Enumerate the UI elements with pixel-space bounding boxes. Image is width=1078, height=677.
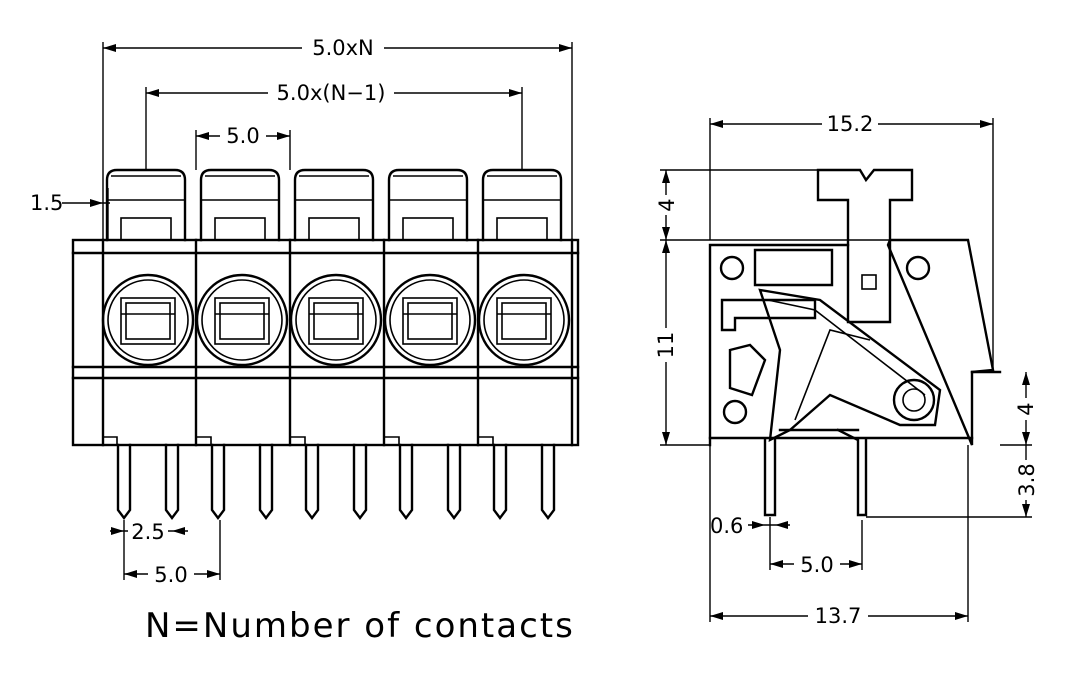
front-body [71, 238, 580, 447]
dim-outer-pitch-label: 5.0x(N−1) [277, 81, 386, 105]
dim-step-height-label: 4 [1014, 402, 1038, 415]
pin [112, 443, 136, 520]
pin [348, 443, 372, 520]
dim-pin-thickness: 0.6 [710, 514, 790, 538]
dim-side-pin-spacing-label: 5.0 [800, 553, 833, 577]
dim-pin-length: 3.8 [866, 445, 1039, 518]
dim-width-bottom: 13.7 [709, 445, 969, 628]
front-contact-units [101, 168, 571, 445]
dim-pitch: 5.0 [195, 124, 291, 170]
dim-pin-thickness-label: 0.6 [710, 514, 743, 538]
dim-width-top-label: 15.2 [827, 112, 874, 136]
pin [160, 443, 184, 520]
dim-pin-pitch-label: 5.0 [154, 563, 187, 587]
contact-unit [101, 168, 195, 445]
note-number-of-contacts: N=Number of contacts [145, 606, 575, 646]
pin [254, 443, 278, 520]
dim-step-height: 4 [1000, 372, 1038, 446]
dim-total-width: 5.0xN [102, 36, 573, 240]
pin [300, 443, 324, 520]
contact-unit [477, 168, 571, 445]
pin [206, 443, 230, 520]
pin [394, 443, 418, 520]
dim-lever-height-label: 4 [655, 198, 679, 211]
contact-unit [195, 168, 289, 445]
side-view: 15.2 4 11 4 [654, 112, 1039, 628]
contact-unit [383, 168, 477, 445]
dim-side-pin-spacing: 5.0 [769, 517, 863, 577]
dim-width-top: 15.2 [709, 112, 994, 370]
contact-unit [289, 168, 383, 445]
dim-width-bottom-label: 13.7 [815, 604, 862, 628]
dim-pitch-label: 5.0 [226, 124, 259, 148]
dim-body-height: 11 [654, 240, 710, 446]
pin [442, 443, 466, 520]
pin [488, 443, 512, 520]
dim-lever-height: 4 [654, 169, 890, 241]
pin [536, 443, 560, 520]
dim-lever-offset: 1.5 [30, 188, 110, 240]
dim-pin-spacing-label: 2.5 [131, 520, 164, 544]
dim-outer-pitch: 5.0x(N−1) [145, 81, 523, 170]
side-body [708, 168, 1002, 517]
front-pins [112, 443, 560, 520]
front-view: 5.0xN 5.0x(N−1) 5.0 1.5 [30, 36, 580, 646]
dim-lever-offset-label: 1.5 [30, 191, 63, 215]
dim-pin-pitch: 5.0 [123, 520, 221, 587]
dim-total-width-label: 5.0xN [312, 36, 374, 60]
dim-body-height-label: 11 [654, 332, 678, 359]
dim-pin-spacing: 2.5 [110, 519, 188, 544]
dim-pin-length-label: 3.8 [1015, 463, 1039, 496]
